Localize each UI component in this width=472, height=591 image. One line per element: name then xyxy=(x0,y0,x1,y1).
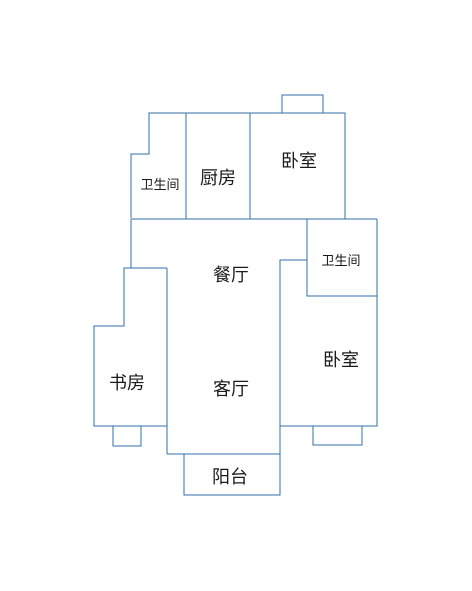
room-label-bedroom-top: 卧室 xyxy=(281,151,317,172)
room-label-dining: 餐厅 xyxy=(213,265,249,286)
room-label-bathroom-right: 卫生间 xyxy=(321,254,360,269)
room-label-study: 书房 xyxy=(109,373,145,394)
room-label-bathroom-top: 卫生间 xyxy=(140,178,179,193)
study-window-box xyxy=(112,425,142,447)
bedroom-top-window-box xyxy=(281,94,324,114)
room-label-living: 客厅 xyxy=(213,379,249,400)
top-outline-wall xyxy=(130,112,346,219)
room-label-balcony: 阳台 xyxy=(212,467,248,488)
study-wall xyxy=(93,267,167,427)
bathroom-right-wall xyxy=(306,219,377,297)
room-labels: 卫生间 厨房 卧室 卫生间 餐厅 书房 客厅 卧室 阳台 xyxy=(109,151,361,488)
dining-right-wall xyxy=(279,259,307,426)
right-outer-wall xyxy=(280,219,378,427)
room-label-bedroom-right: 卧室 xyxy=(323,350,359,371)
walls xyxy=(93,94,378,496)
balcony-wall xyxy=(167,426,281,496)
room-label-kitchen: 厨房 xyxy=(200,168,236,189)
bedroom-right-window-box xyxy=(312,425,363,446)
